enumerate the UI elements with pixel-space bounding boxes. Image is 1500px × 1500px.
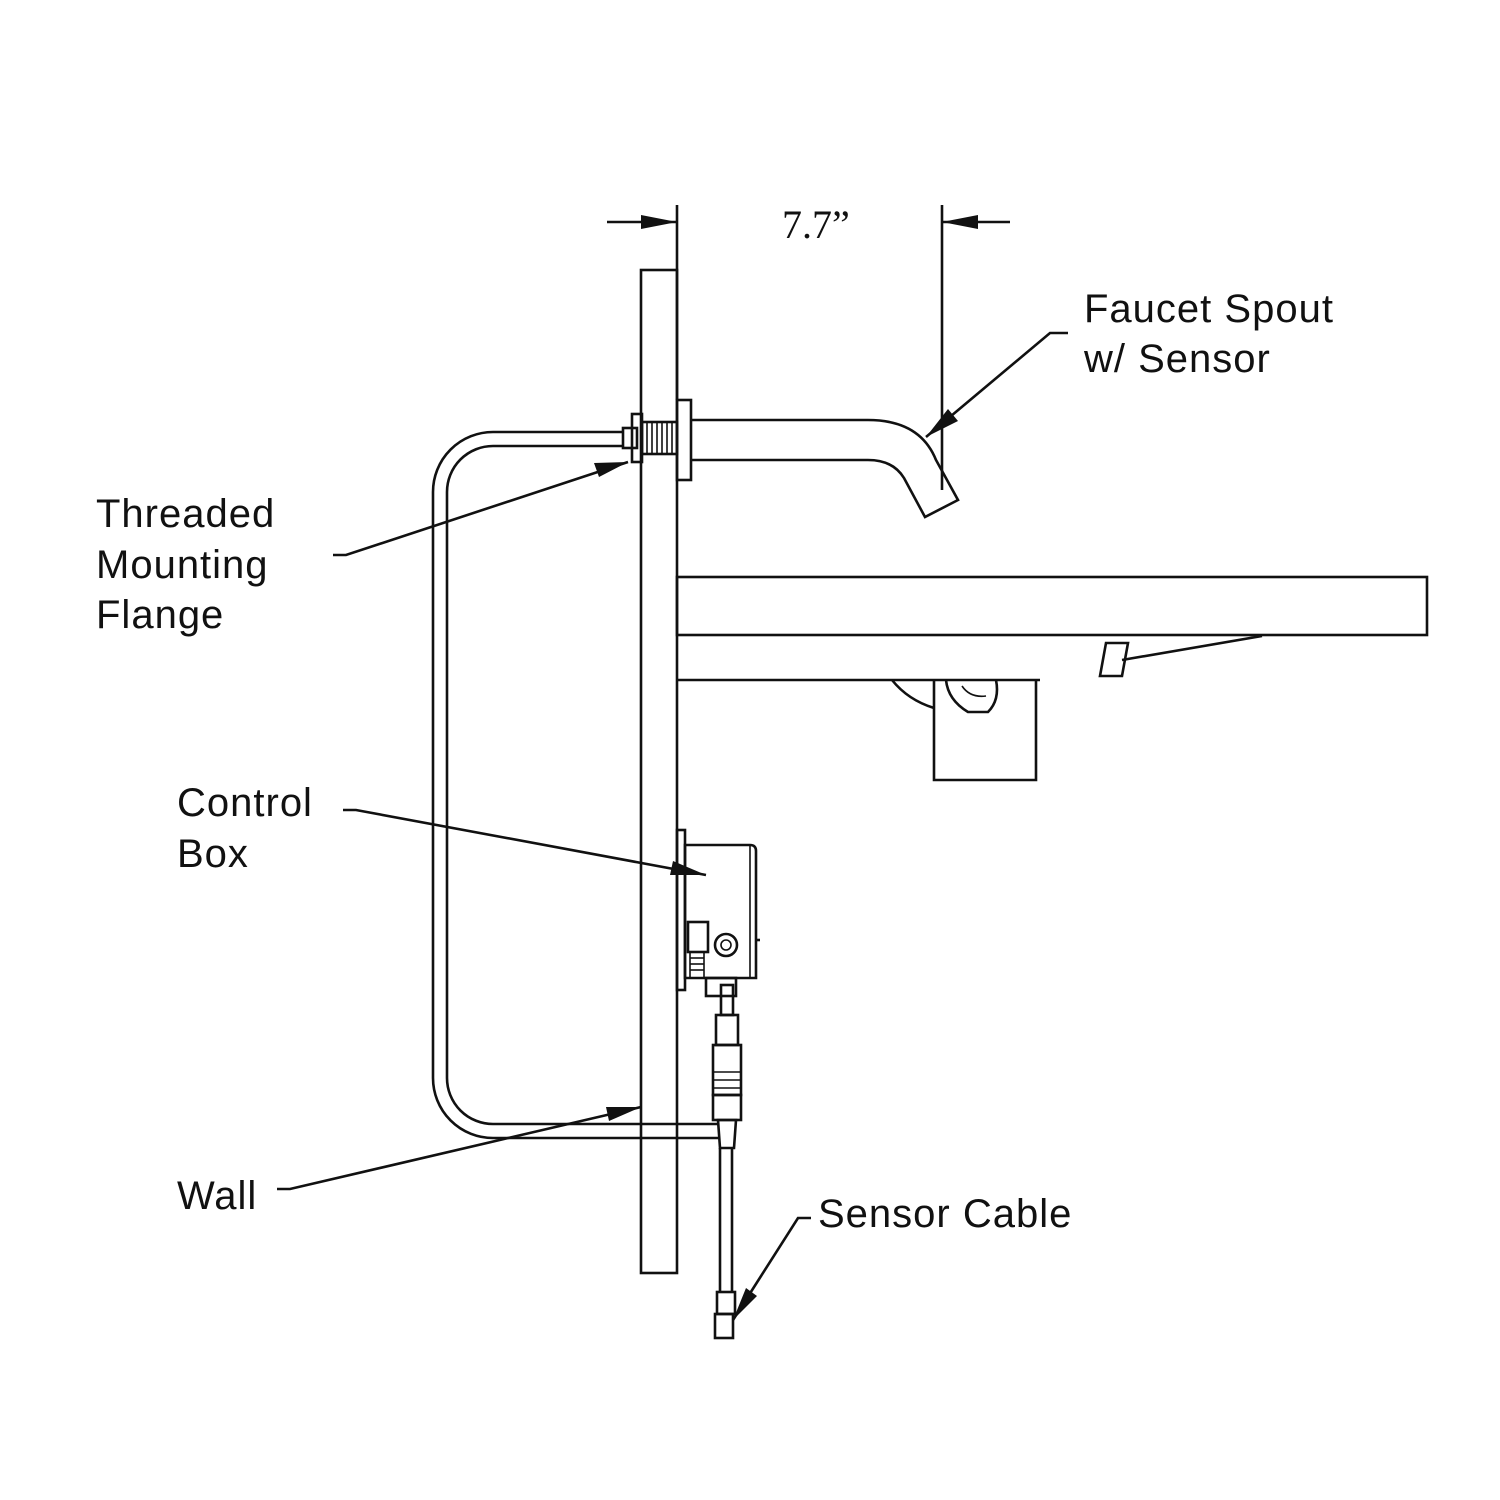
sensor-cable xyxy=(713,1148,737,1340)
dimension-label: 7.7” xyxy=(782,202,850,247)
label-threaded-flange-line-3: Flange xyxy=(96,593,224,637)
countertop xyxy=(675,575,1429,682)
leader-wall xyxy=(277,1105,642,1191)
label-threaded-flange-line-2: Mounting xyxy=(96,543,269,587)
label-threaded-flange-line-1: Threaded xyxy=(96,492,275,536)
supply-tube xyxy=(431,430,718,1140)
wall xyxy=(639,268,679,1275)
threaded-mounting-flange xyxy=(621,412,679,464)
label-wall: Wall xyxy=(177,1174,257,1218)
leader-faucet-spout xyxy=(925,331,1068,438)
label-faucet-spout-line-2: w/ Sensor xyxy=(1083,337,1271,381)
faucet-spout xyxy=(675,398,960,519)
valve-stack xyxy=(711,983,743,1150)
label-control-box-line-2: Box xyxy=(177,832,249,876)
leader-control-box xyxy=(343,808,707,877)
label-control-box-line-1: Control xyxy=(177,781,313,825)
leader-sensor-cable xyxy=(731,1216,811,1321)
leader-threaded-flange xyxy=(333,460,629,557)
sink-drain xyxy=(890,679,1038,782)
control-box xyxy=(675,828,760,998)
label-faucet-spout-line-1: Faucet Spout xyxy=(1084,287,1334,331)
dimension-7-7: 7.7” xyxy=(607,202,1010,490)
label-sensor-cable: Sensor Cable xyxy=(818,1192,1072,1236)
